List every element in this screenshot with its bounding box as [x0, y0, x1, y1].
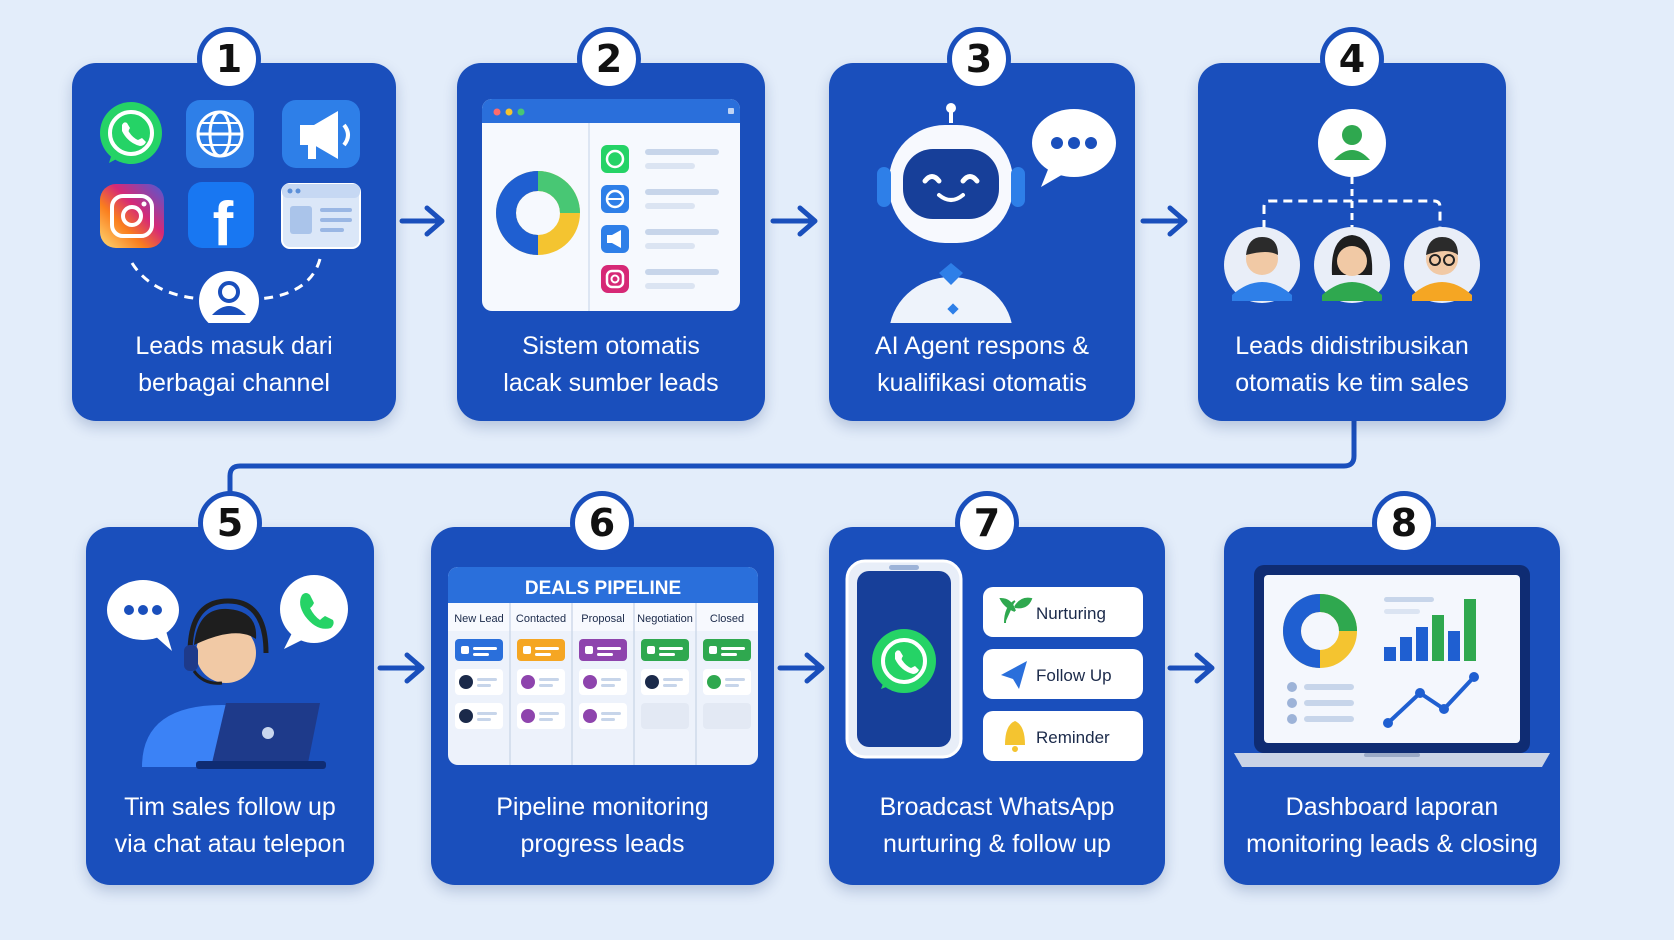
step-number-badge: 4	[1320, 27, 1384, 91]
arrow-6-7	[777, 652, 825, 684]
bar-chart-icon	[1384, 599, 1476, 661]
dashboard-laptop	[1234, 565, 1550, 767]
pipeline-title: DEALS PIPELINE	[525, 578, 681, 599]
instagram-icon[interactable]	[100, 184, 164, 248]
column-header: Closed	[710, 613, 744, 625]
column-header: Negotiation	[637, 613, 693, 625]
column-header: New Lead	[454, 613, 504, 625]
arrow-7-8	[1167, 652, 1215, 684]
step-number-badge: 7	[955, 491, 1019, 555]
robot-icon	[877, 103, 1025, 323]
follow-up-item: Follow Up	[983, 649, 1143, 699]
chat-bubble-icon	[1032, 109, 1116, 187]
step-number-badge: 8	[1372, 491, 1436, 555]
distribution-illustration	[1224, 109, 1480, 303]
broadcast-item-label: Reminder	[1036, 728, 1110, 747]
row-connector	[227, 417, 1357, 501]
channels-illustration: f	[100, 100, 361, 323]
column-header: Contacted	[516, 613, 566, 625]
step-number-badge: 5	[198, 491, 262, 555]
phone-bubble-icon	[280, 575, 348, 649]
lead-user-icon	[1318, 109, 1386, 177]
user-icon	[199, 271, 259, 323]
broadcast-item-label: Follow Up	[1036, 666, 1112, 685]
globe-icon	[601, 185, 629, 213]
globe-icon[interactable]	[186, 100, 254, 168]
donut-chart-icon	[495, 171, 580, 255]
nurturing-item: Nurturing	[983, 587, 1143, 637]
line-chart-icon	[1383, 672, 1479, 728]
step-card-3: AI Agent respons &kualifikasi otomatis	[829, 63, 1135, 421]
donut-chart-icon	[1282, 594, 1357, 668]
sales-agent-illustration	[107, 575, 348, 769]
step-caption: AI Agent respons &kualifikasi otomatis	[874, 332, 1090, 397]
step-number-badge: 6	[570, 491, 634, 555]
facebook-icon[interactable]: f	[188, 182, 254, 259]
megaphone-icon[interactable]	[282, 100, 360, 168]
sales-rep-avatar-2	[1314, 227, 1390, 303]
ai-robot-illustration	[877, 103, 1116, 323]
arrow-3-4	[1140, 205, 1188, 237]
broadcast-item-label: Nurturing	[1036, 604, 1106, 623]
megaphone-icon	[601, 225, 629, 253]
broadcast-illustration: Nurturing Follow Up Reminder	[845, 559, 1143, 761]
step-card-6: DEALS PIPELINE New Lead Contacted Propos…	[431, 527, 774, 885]
sales-rep-avatar-3	[1404, 227, 1480, 303]
laptop-icon	[196, 703, 326, 769]
tracking-window	[482, 99, 740, 311]
column-header: Proposal	[581, 613, 624, 625]
pipeline-columns: New Lead Contacted Proposal Negotiation …	[448, 603, 758, 765]
step-number-badge: 3	[947, 27, 1011, 91]
svg-text:f: f	[213, 190, 234, 259]
web-form-icon[interactable]	[281, 183, 361, 249]
pipeline-cards	[455, 639, 751, 729]
step-number-badge: 2	[577, 27, 641, 91]
reminder-item: Reminder	[983, 711, 1143, 761]
list-icon	[1287, 682, 1354, 724]
pipeline-board: DEALS PIPELINE New Lead Contacted Propos…	[448, 567, 758, 765]
arrow-5-6	[377, 652, 425, 684]
arrow-1-2	[399, 205, 445, 237]
instagram-icon	[601, 265, 629, 293]
whatsapp-icon	[872, 629, 936, 693]
whatsapp-icon	[601, 145, 629, 173]
whatsapp-icon[interactable]	[100, 102, 162, 164]
step-card-7: Nurturing Follow Up Reminder Broadcast W…	[829, 527, 1165, 885]
arrow-2-3	[770, 205, 818, 237]
sales-rep-avatar-1	[1224, 227, 1300, 303]
step-number-badge: 1	[197, 27, 261, 91]
chat-bubble-icon	[107, 580, 179, 651]
